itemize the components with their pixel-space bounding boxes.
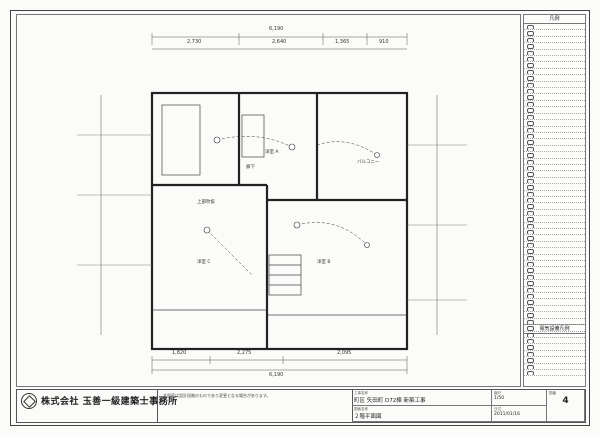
note-block: 本図面は設計段階のものであり変更となる場合があります。 <box>157 390 353 422</box>
dimension-bottom-3: 2,095 <box>337 350 352 356</box>
title-block: 株式会社 玉善一級建築士事務所 本図面は設計段階のものであり変更となる場合があり… <box>16 389 586 423</box>
legend-rows <box>524 24 585 377</box>
company-logo-icon <box>21 393 37 409</box>
drawing-note: 本図面は設計段階のものであり変更となる場合があります。 <box>163 393 271 398</box>
legend-panel: 凡例 電気設備凡例 <box>523 14 586 387</box>
drawing-name: ２階平面図 <box>354 414 382 420</box>
dimension-top-4: 910 <box>379 39 389 45</box>
floor-plan-area: 6,190 2,730 2,640 1,365 910 1,820 2,275 … <box>16 14 521 387</box>
company-name: 株式会社 玉善一級建築士事務所 <box>41 397 178 407</box>
drawing-cell: 図面名称 ２階平面図 <box>352 406 492 422</box>
drawing-label: 図面名称 <box>354 407 368 411</box>
title-cells: 工事名称 町区 矢田町 D72棟 新築工事 図面名称 ２階平面図 縮尺 1/50… <box>352 390 585 422</box>
dimension-top-1: 2,730 <box>187 39 202 45</box>
floor-plan-drawing <box>77 33 467 374</box>
room-bedroom-b: 洋室 B <box>317 260 331 265</box>
dimension-top-3: 1,365 <box>335 39 350 45</box>
project-name: 町区 矢田町 D72棟 新築工事 <box>354 398 426 404</box>
dimension-bottom-1: 1,820 <box>172 350 187 356</box>
overall-dimension-top: 6,190 <box>269 26 284 32</box>
room-bedroom-a: 洋室 A <box>265 150 279 155</box>
room-bedroom-c: 洋室 C <box>197 260 211 265</box>
sheet-label: 図番 <box>549 391 556 395</box>
project-label: 工事名称 <box>354 391 368 395</box>
scale-label: 縮尺 <box>494 391 501 395</box>
room-stair-void: 上部吹抜 <box>197 200 215 205</box>
dimension-top-2: 2,640 <box>272 39 287 45</box>
sheet-number: 4 <box>562 396 569 406</box>
overall-dimension-bottom: 6,190 <box>269 372 284 378</box>
date-label: 日付 <box>494 407 501 411</box>
dimension-bottom-2: 2,275 <box>237 350 252 356</box>
room-balcony: バルコニー <box>357 160 380 165</box>
room-hallway: 廊下 <box>246 165 255 170</box>
scale-cell: 縮尺 1/50 <box>492 390 547 406</box>
project-cell: 工事名称 町区 矢田町 D72棟 新築工事 <box>352 390 492 406</box>
date-cell: 日付 2011/01/16 <box>492 406 547 422</box>
sheet-cell: 図番 4 <box>547 390 585 422</box>
scale-value: 1/50 <box>494 396 505 401</box>
date-value: 2011/01/16 <box>494 412 520 417</box>
company-block: 株式会社 玉善一級建築士事務所 <box>17 390 177 422</box>
drawing-frame <box>10 10 590 426</box>
legend-title: 凡例 <box>524 15 585 24</box>
